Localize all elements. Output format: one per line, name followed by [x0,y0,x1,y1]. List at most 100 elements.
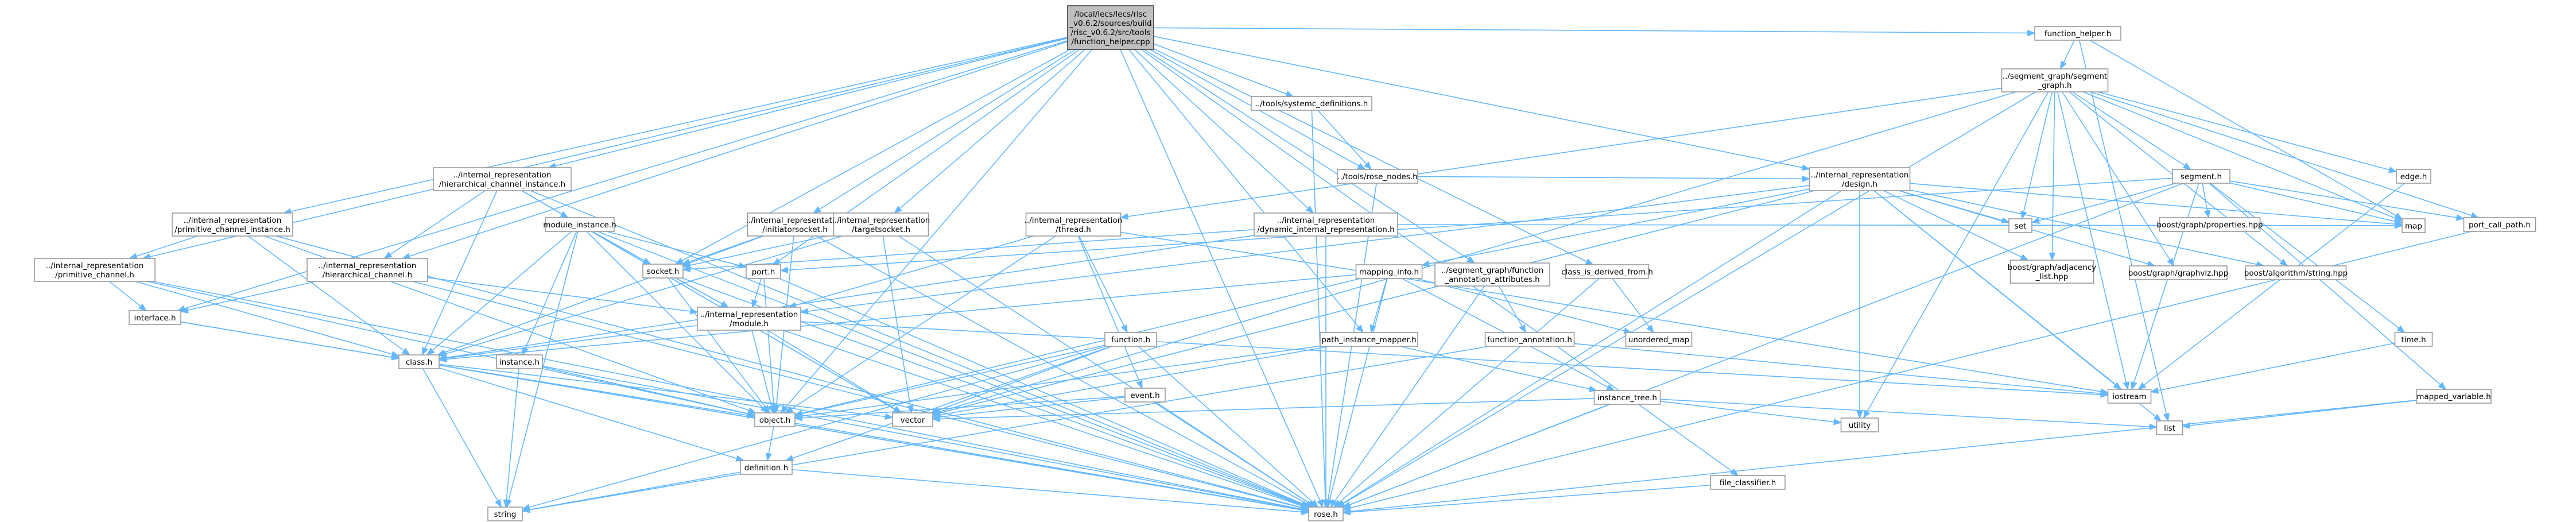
edge-ir_thread-to-object [785,235,1056,413]
node-list[interactable]: list [2156,420,2183,435]
edge-segment-to-port_call_path [2229,180,2465,221]
node-ba-string[interactable]: boost/algorithm/string.hpp [2244,265,2348,280]
node-label: utility [1849,421,1871,430]
node-ir-hier-ch-inst[interactable]: ../internal_representation/hierarchical_… [433,167,572,191]
node-tools-sysc[interactable]: ../tools/systemc_definitions.h [1251,96,1372,111]
edge-mapping_info-to-unordered_map [1416,278,1632,334]
edge-root-to-rose [1120,49,1324,508]
node-label: boost/graph/adjacency [2008,263,2097,272]
node-object[interactable]: object.h [754,412,796,427]
edge-ir_prim_channel-to-class [135,281,400,358]
node-ir-prim-channel[interactable]: ../internal_representation/primitive_cha… [34,258,156,282]
node-ir-targetsocket[interactable]: ../internal_representation/targetsocket.… [832,212,930,237]
node-ir-dyn[interactable]: ../internal_representation/dynamic_inter… [1254,212,1398,237]
node-definition[interactable]: definition.h [740,460,793,475]
node-tools-rose[interactable]: ../tools/rose_nodes.h [1337,169,1418,184]
node-label: instance.h [499,358,540,367]
node-rose[interactable]: rose.h [1308,506,1344,521]
node-label: /function_helper.cpp [1071,37,1150,47]
node-file-classifier[interactable]: file_classifier.h [1710,475,1786,490]
node-label: port.h [752,268,775,277]
node-label: ../tools/rose_nodes.h [1337,172,1417,181]
node-iostream[interactable]: iostream [2107,389,2152,404]
node-socket[interactable]: socket.h [642,264,684,279]
node-sg-graph[interactable]: ../segment_graph/segment_graph.h [2001,68,2109,92]
node-label: port_call_path.h [2469,221,2531,230]
edge-root-to-file_classifier [1140,49,1739,476]
node-label: list [2164,424,2175,433]
node-bg-properties[interactable]: boost/graph/properties.hpp [2157,217,2263,232]
node-ir-design[interactable]: ../internal_representation/design.h [1809,167,1911,191]
node-map[interactable]: map [2402,218,2426,233]
edge-sg_graph-to-segment [2072,91,2191,170]
edge-ir_design-to-ba_string [1910,189,2265,268]
node-mapping-info[interactable]: mapping_info.h [1355,264,1423,279]
node-ir-module[interactable]: ../internal_representation/module.h [697,307,801,331]
node-port-call-path[interactable]: port_call_path.h [2463,217,2536,232]
node-label: class.h [406,358,432,367]
edge-file_classifier-to-rose [1342,485,1711,516]
node-vector[interactable]: vector [892,412,933,427]
node-bg-graphviz[interactable]: boost/graph/graphviz.hpp [2128,265,2228,280]
edge-ir_design-to-bg_adjacency [1883,190,2029,261]
node-function-helper-h[interactable]: function_helper.h [2034,26,2121,41]
node-ir-prim-ch-inst[interactable]: ../internal_representation/primitive_cha… [172,212,293,237]
edge-instance-to-object [542,366,756,417]
node-set[interactable]: set [2008,218,2032,233]
node-label: file_classifier.h [1720,478,1776,488]
edge-ir_hier_ch_inst-to-rose [530,190,1310,508]
node-ir-hier-channel[interactable]: ../internal_representation/hierarchical_… [307,258,428,282]
node-label: module_instance.h [543,221,616,230]
edge-root-to-function_helper_h [1153,27,2036,37]
node-label: ../segment_graph/segment [2003,72,2107,81]
edge-function_helper_h-to-sg_graph [2060,40,2075,70]
node-label: ../tools/systemc_definitions.h [1255,99,1368,109]
edge-root-to-ir_dyn [1134,49,1314,214]
edge-ir_design-to-set [1899,190,2010,224]
node-function-annotation[interactable]: function_annotation.h [1484,332,1575,347]
node-bg-adjacency[interactable]: boost/graph/adjacency_list.hpp [2008,260,2097,284]
node-ir-thread[interactable]: ../internal_representation/thread.h [1025,212,1123,237]
edge-port-to-ir_module [751,278,762,308]
node-port[interactable]: port.h [746,264,781,279]
node-unordered-map[interactable]: unordered_map [1625,332,1693,347]
node-string[interactable]: string [487,506,523,521]
node-time[interactable]: time.h [2394,332,2433,347]
edge-sg_graph-to-utility [1863,91,2049,419]
edge-root-to-socket [674,49,1071,265]
node-instance[interactable]: instance.h [496,354,543,369]
node-label: _annotation_attributes.h [1444,275,1539,284]
node-sg-fn-ann[interactable]: ../segment_graph/function_annotation_att… [1434,262,1550,287]
node-class[interactable]: class.h [398,354,440,369]
node-class-is-derived[interactable]: class_is_derived_from.h [1561,264,1653,279]
edge-class_is_derived-to-unordered_map [1612,278,1654,334]
node-event[interactable]: event.h [1124,388,1166,403]
edge-function_helper_h-to-map [2089,40,2403,220]
node-ir-initsocket[interactable]: ../internal_representation/initiatorsock… [746,212,844,237]
node-path-instance-mapper[interactable]: path_instance_mapper.h [1320,332,1418,347]
node-edge[interactable]: edge.h [2396,169,2431,184]
node-function[interactable]: function.h [1104,332,1157,347]
edge-ir_design-to-mapping_info [1421,188,1810,267]
edge-segment-to-time [2210,183,2406,333]
edge-path_instance_mapper-to-object [794,345,1321,420]
edge-object-to-definition [765,426,774,462]
node-root[interactable]: /local/lecs/lecs/risc_v0.6.2/sources/bui… [1067,5,1154,50]
edge-class-to-string [422,368,502,508]
node-label: /hierarchical_channel_instance.h [439,180,565,189]
edge-ir_design-to-rose [1336,190,1842,508]
node-utility[interactable]: utility [1840,417,1879,432]
edge-ir_hier_ch_inst-to-ir_hier_channel [383,190,486,259]
node-interface[interactable]: interface.h [129,310,181,325]
node-segment[interactable]: segment.h [2172,169,2230,184]
edge-module_instance-to-class [426,231,572,355]
node-label: ../internal_representation [453,171,552,180]
node-module-instance[interactable]: module_instance.h [543,217,616,232]
node-instance-tree[interactable]: instance_tree.h [1593,390,1661,405]
edge-root-to-ir_targetsocket [894,49,1086,214]
node-label: _v0.6.2/sources/build [1069,19,1151,28]
edge-root-to-tools_sysc [1153,43,1294,97]
node-mapped-variable[interactable]: mapped_variable.h [2416,389,2492,404]
node-label: rose.h [1314,510,1338,519]
edge-mapping_info-to-rose [1326,278,1388,508]
